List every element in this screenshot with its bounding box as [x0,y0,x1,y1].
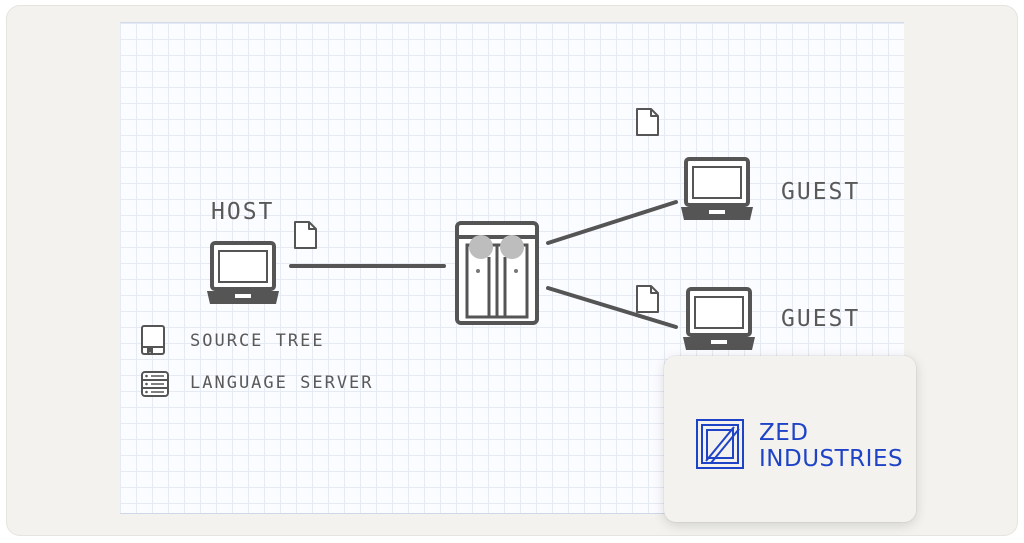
legend-language-server-label: LANGUAGE SERVER [190,373,374,393]
guest-top-file-icon [636,108,659,136]
server-guest-top-link [546,200,678,245]
zed-industries-logo-card: ZED INDUSTRIES [664,356,916,522]
zed-industries-wordmark: ZED INDUSTRIES [759,420,903,472]
host-laptop-icon [207,241,279,304]
host-label: HOST [211,199,275,225]
logo-line-industries: INDUSTRIES [759,446,904,472]
source-tree-book-icon [141,325,165,355]
server-guest-bottom-link [546,286,678,329]
legend-source-tree-label: SOURCE TREE [190,331,325,351]
host-file-icon [294,221,317,249]
language-server-icon [141,371,169,397]
logo-line-zed: ZED [759,420,809,446]
guest-bottom-file-icon [636,285,659,313]
guest-bottom-laptop-icon [683,287,755,350]
guest-bottom-label: GUEST [781,306,861,332]
server-cabinet-icon [455,221,539,325]
guest-top-label: GUEST [781,179,861,205]
guest-top-laptop-icon [681,157,753,220]
zed-logo-icon [696,419,744,469]
